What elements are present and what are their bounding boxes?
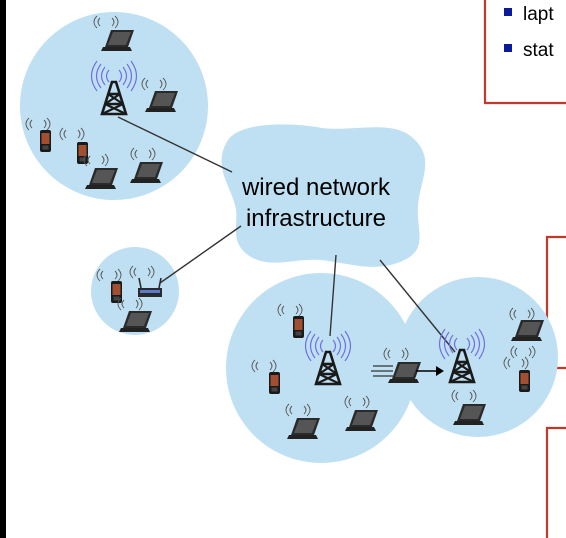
cloud-label-line1: wired network [241,174,391,201]
bullet-text-laptops: lapt [523,4,554,25]
wireless-cell-small [91,247,179,335]
bullet-marker [504,8,512,16]
callout-box-bottom [545,426,566,538]
wireless-cell-bottom-right [398,277,558,437]
bullet-callout-box: lapt stat [483,0,566,105]
cloud-label-line2: infrastructure [246,205,386,232]
bullet-text-stations: stat [523,40,554,61]
wired-links [117,116,456,353]
cell4-devices [371,307,544,425]
left-border [0,0,6,538]
cellphone-icon [293,316,304,338]
cellphone-icon [111,281,122,303]
cellphone-icon [519,370,530,392]
wired-network-cloud [221,124,426,267]
motion-arrow-icon [416,366,444,376]
wireless-cell-top-left [20,12,208,200]
cellphone-icon [40,130,51,152]
cell2-devices [96,265,162,332]
bullet-marker [504,44,512,52]
motion-lines [371,365,393,377]
wireless-router-icon [138,277,162,297]
cellphone-icon [269,372,280,394]
cellphone-icon [77,142,88,164]
